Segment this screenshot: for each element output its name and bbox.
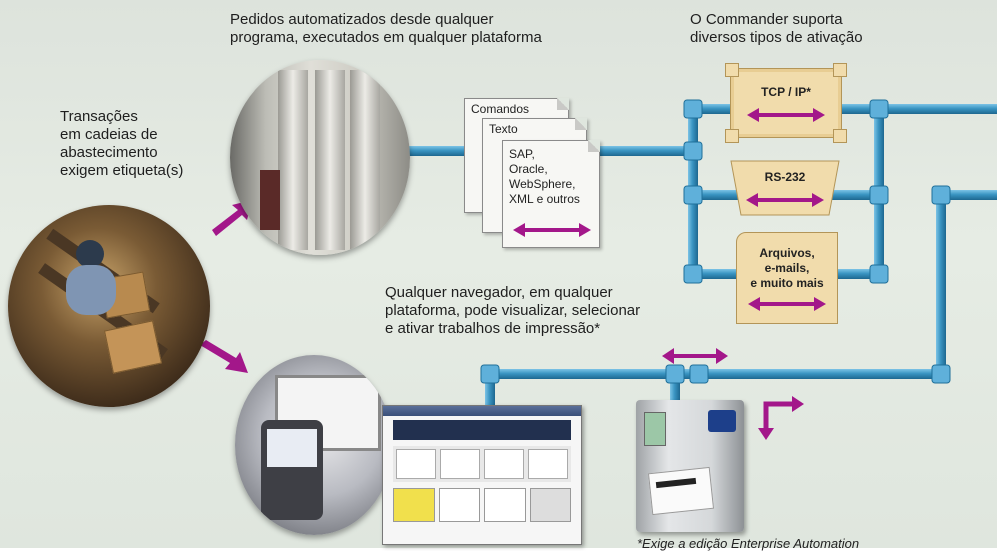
double-arrow-icon bbox=[662, 348, 728, 364]
document-platforms: SAP,Oracle, WebSphere,XML e outros bbox=[502, 140, 600, 248]
double-arrow-icon bbox=[748, 296, 826, 311]
method-files-emails: Arquivos,e-mails,e muito mais bbox=[736, 232, 838, 324]
devices-photo bbox=[235, 355, 393, 535]
warehouse-photo bbox=[8, 205, 210, 407]
corner-arrow-icon bbox=[763, 401, 795, 430]
method-tcp-ip: TCP / IP* bbox=[725, 63, 847, 143]
browser-window bbox=[382, 405, 582, 545]
pipe-segment bbox=[940, 190, 997, 200]
pipe-segment bbox=[670, 369, 680, 409]
pipe-segment bbox=[936, 190, 946, 380]
pipe-segment bbox=[688, 104, 997, 114]
arrow-right-up-icon bbox=[212, 200, 252, 236]
arrow-right-down-icon bbox=[200, 340, 248, 373]
double-arrow-icon bbox=[513, 223, 591, 237]
label-printer bbox=[636, 400, 744, 532]
server-room-photo bbox=[230, 60, 410, 255]
footnote: *Exige a edição Enterprise Automation bbox=[637, 536, 860, 551]
double-arrow-icon bbox=[746, 192, 824, 207]
method-rs232: RS-232 bbox=[730, 160, 840, 216]
pipe-segment bbox=[485, 369, 945, 379]
serial-port-shape bbox=[730, 160, 840, 216]
pipe-segment bbox=[485, 369, 495, 409]
double-arrow-icon bbox=[747, 107, 825, 122]
